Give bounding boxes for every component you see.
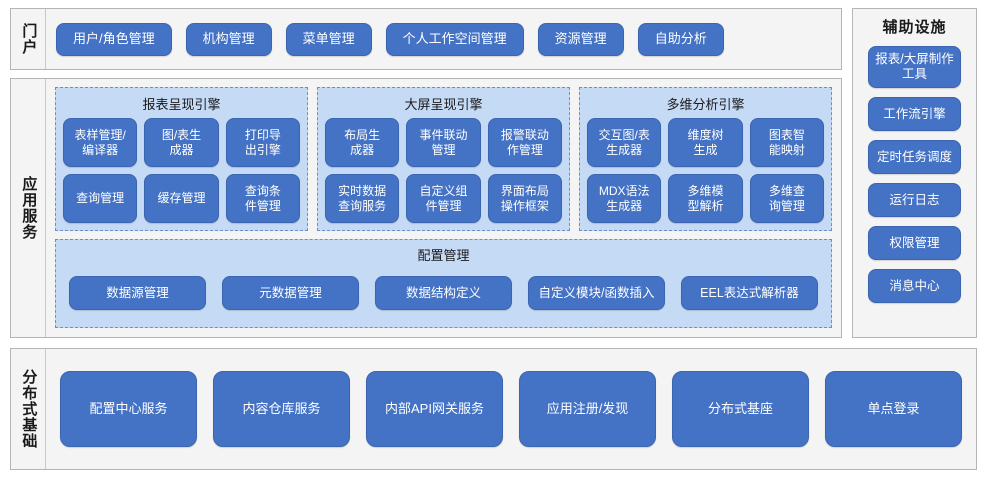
base-item-internal-api-gateway-service[interactable]: 内部API网关服务 xyxy=(366,371,503,447)
auxiliary-facilities-section: 辅助设施 报表/大屏制作工具 工作流引擎 定时任务调度 运行日志 权限管理 消息… xyxy=(852,8,977,338)
config-item-data-structure-definition[interactable]: 数据结构定义 xyxy=(375,276,512,310)
portal-item-self-service-analysis[interactable]: 自助分析 xyxy=(637,22,724,56)
base-item-single-sign-on[interactable]: 单点登录 xyxy=(825,371,962,447)
report-item-chart-generator[interactable]: 图/表生 成器 xyxy=(144,118,219,167)
application-service-label-text: 应用服务 xyxy=(20,176,38,240)
distributed-base-section: 分布式基础 配置中心服务 内容仓库服务 内部API网关服务 应用注册/发现 分布… xyxy=(10,348,977,470)
dashboard-item-alarm-linkage-action-management[interactable]: 报警联动 作管理 xyxy=(487,118,562,167)
config-management-title: 配置管理 xyxy=(417,248,470,263)
distributed-base-items: 配置中心服务 内容仓库服务 内部API网关服务 应用注册/发现 分布式基座 单点… xyxy=(46,349,976,469)
config-item-datasource-management[interactable]: 数据源管理 xyxy=(69,276,206,310)
config-management-panel: 配置管理 数据源管理 元数据管理 数据结构定义 自定义模块/函数插入 EEL表达… xyxy=(55,239,832,328)
engine-panels: 报表呈现引擎 表样管理/ 编译器 图/表生 成器 打印导 出引擎 查询管理 缓存… xyxy=(55,87,832,231)
config-item-custom-module-function-insert[interactable]: 自定义模块/函数插入 xyxy=(528,276,665,310)
engine-grid-multidimensional: 交互图/表 生成器 维度树 生成 图表智 能映射 MDX语法 生成器 多维模 型… xyxy=(587,118,824,223)
dashboard-item-ui-layout-framework[interactable]: 界面布局 操作框架 xyxy=(487,174,562,223)
base-item-config-center-service[interactable]: 配置中心服务 xyxy=(60,371,197,447)
aux-item-report-dashboard-tool[interactable]: 报表/大屏制作工具 xyxy=(868,46,961,88)
multidim-item-chart-smart-mapping[interactable]: 图表智 能映射 xyxy=(749,118,824,167)
distributed-base-label-text: 分布式基础 xyxy=(20,369,38,449)
portal-section: 门户 用户/角色管理 机构管理 菜单管理 个人工作空间管理 资源管理 自助分析 xyxy=(10,8,842,70)
aux-item-permission-management[interactable]: 权限管理 xyxy=(868,226,961,260)
application-service-body: 报表呈现引擎 表样管理/ 编译器 图/表生 成器 打印导 出引擎 查询管理 缓存… xyxy=(46,79,841,337)
multidim-item-dimension-tree-generation[interactable]: 维度树 生成 xyxy=(668,118,743,167)
multidim-item-mdx-syntax-generator[interactable]: MDX语法 生成器 xyxy=(587,174,662,223)
aux-item-workflow-engine[interactable]: 工作流引擎 xyxy=(868,97,961,131)
multidim-item-multidim-query-management[interactable]: 多维查 询管理 xyxy=(749,174,824,223)
application-service-label: 应用服务 xyxy=(11,79,46,337)
dashboard-item-custom-component-management[interactable]: 自定义组 件管理 xyxy=(406,174,481,223)
portal-section-label-text: 门户 xyxy=(20,23,38,55)
portal-item-personal-workspace-management[interactable]: 个人工作空间管理 xyxy=(385,22,524,56)
report-item-cache-management[interactable]: 缓存管理 xyxy=(144,174,219,223)
engine-panel-multidimensional: 多维分析引擎 交互图/表 生成器 维度树 生成 图表智 能映射 MDX语法 生成… xyxy=(579,87,832,231)
config-item-metadata-management[interactable]: 元数据管理 xyxy=(222,276,359,310)
config-item-eel-expression-parser[interactable]: EEL表达式解析器 xyxy=(681,276,818,310)
report-item-print-export-engine[interactable]: 打印导 出引擎 xyxy=(225,118,300,167)
engine-panel-report: 报表呈现引擎 表样管理/ 编译器 图/表生 成器 打印导 出引擎 查询管理 缓存… xyxy=(55,87,308,231)
report-item-template-editor[interactable]: 表样管理/ 编译器 xyxy=(63,118,138,167)
engine-title-dashboard: 大屏呈现引擎 xyxy=(404,97,483,112)
application-service-section: 应用服务 报表呈现引擎 表样管理/ 编译器 图/表生 成器 打印导 出引擎 查询… xyxy=(10,78,842,338)
engine-panel-dashboard: 大屏呈现引擎 布局生 成器 事件联动 管理 报警联动 作管理 实时数据 查询服务… xyxy=(317,87,570,231)
dashboard-item-layout-generator[interactable]: 布局生 成器 xyxy=(325,118,400,167)
engine-title-report: 报表呈现引擎 xyxy=(142,97,221,112)
report-item-query-management[interactable]: 查询管理 xyxy=(63,174,138,223)
base-item-content-repository-service[interactable]: 内容仓库服务 xyxy=(213,371,350,447)
portal-section-label: 门户 xyxy=(11,9,46,69)
distributed-base-label: 分布式基础 xyxy=(11,349,46,469)
base-item-distributed-foundation[interactable]: 分布式基座 xyxy=(672,371,809,447)
aux-item-message-center[interactable]: 消息中心 xyxy=(868,269,961,303)
base-item-app-registry-discovery[interactable]: 应用注册/发现 xyxy=(519,371,656,447)
engine-title-multidimensional: 多维分析引擎 xyxy=(666,97,745,112)
config-management-items: 数据源管理 元数据管理 数据结构定义 自定义模块/函数插入 EEL表达式解析器 xyxy=(65,269,822,319)
portal-item-menu-management[interactable]: 菜单管理 xyxy=(285,22,372,56)
auxiliary-facilities-title: 辅助设施 xyxy=(882,19,947,36)
aux-item-scheduled-task[interactable]: 定时任务调度 xyxy=(868,140,961,174)
engine-grid-dashboard: 布局生 成器 事件联动 管理 报警联动 作管理 实时数据 查询服务 自定义组 件… xyxy=(325,118,562,223)
report-item-query-condition-management[interactable]: 查询条 件管理 xyxy=(225,174,300,223)
portal-item-user-role-management[interactable]: 用户/角色管理 xyxy=(56,22,172,56)
engine-grid-report: 表样管理/ 编译器 图/表生 成器 打印导 出引擎 查询管理 缓存管理 查询条 … xyxy=(63,118,300,223)
aux-item-runtime-log[interactable]: 运行日志 xyxy=(868,183,961,217)
multidim-item-interactive-chart-generator[interactable]: 交互图/表 生成器 xyxy=(587,118,662,167)
portal-item-org-management[interactable]: 机构管理 xyxy=(185,22,272,56)
portal-item-resource-management[interactable]: 资源管理 xyxy=(537,22,624,56)
dashboard-item-event-linkage-management[interactable]: 事件联动 管理 xyxy=(406,118,481,167)
portal-items: 用户/角色管理 机构管理 菜单管理 个人工作空间管理 资源管理 自助分析 xyxy=(46,9,841,69)
dashboard-item-realtime-data-query-service[interactable]: 实时数据 查询服务 xyxy=(325,174,400,223)
multidim-item-multidim-model-parsing[interactable]: 多维模 型解析 xyxy=(668,174,743,223)
